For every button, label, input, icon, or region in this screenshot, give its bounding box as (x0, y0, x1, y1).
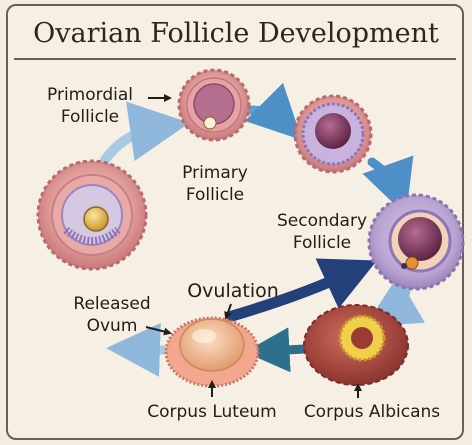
primordial-follicle (38, 161, 146, 269)
corpus-luteum (166, 318, 258, 386)
arrow-to-primordial (105, 127, 160, 160)
label-primary-line2: Follicle (170, 184, 260, 206)
label-released-ovum: Released Ovum (64, 293, 160, 337)
label-released-line1: Released (64, 293, 160, 315)
label-primordial-line1: Primordial (36, 84, 144, 106)
label-primary-line1: Primary (170, 162, 260, 184)
primary-follicle (179, 70, 249, 140)
arrow-secondary-to-albicans (388, 292, 406, 313)
label-corpus-albicans: Corpus Albicans (292, 401, 452, 423)
corpus-albicans (304, 305, 408, 385)
arrow-primary-to-secondary (250, 110, 283, 121)
label-released-line2: Ovum (64, 315, 160, 337)
label-secondary-line2: Follicle (270, 232, 374, 254)
label-primordial-line2: Follicle (36, 106, 144, 128)
growing-follicle (295, 96, 371, 172)
arrow-to-secondary-follicle (372, 162, 397, 190)
arrow-albicans-to-luteum (267, 349, 305, 351)
label-secondary: Secondary Follicle (270, 210, 374, 254)
arrow-ovum-release (133, 349, 163, 350)
label-primary: Primary Follicle (170, 162, 260, 206)
secondary-follicle (369, 195, 463, 289)
label-corpus-luteum: Corpus Luteum (132, 401, 292, 423)
label-ovulation: Ovulation (180, 280, 286, 302)
label-primordial: Primordial Follicle (36, 84, 144, 128)
label-secondary-line1: Secondary (270, 210, 374, 232)
